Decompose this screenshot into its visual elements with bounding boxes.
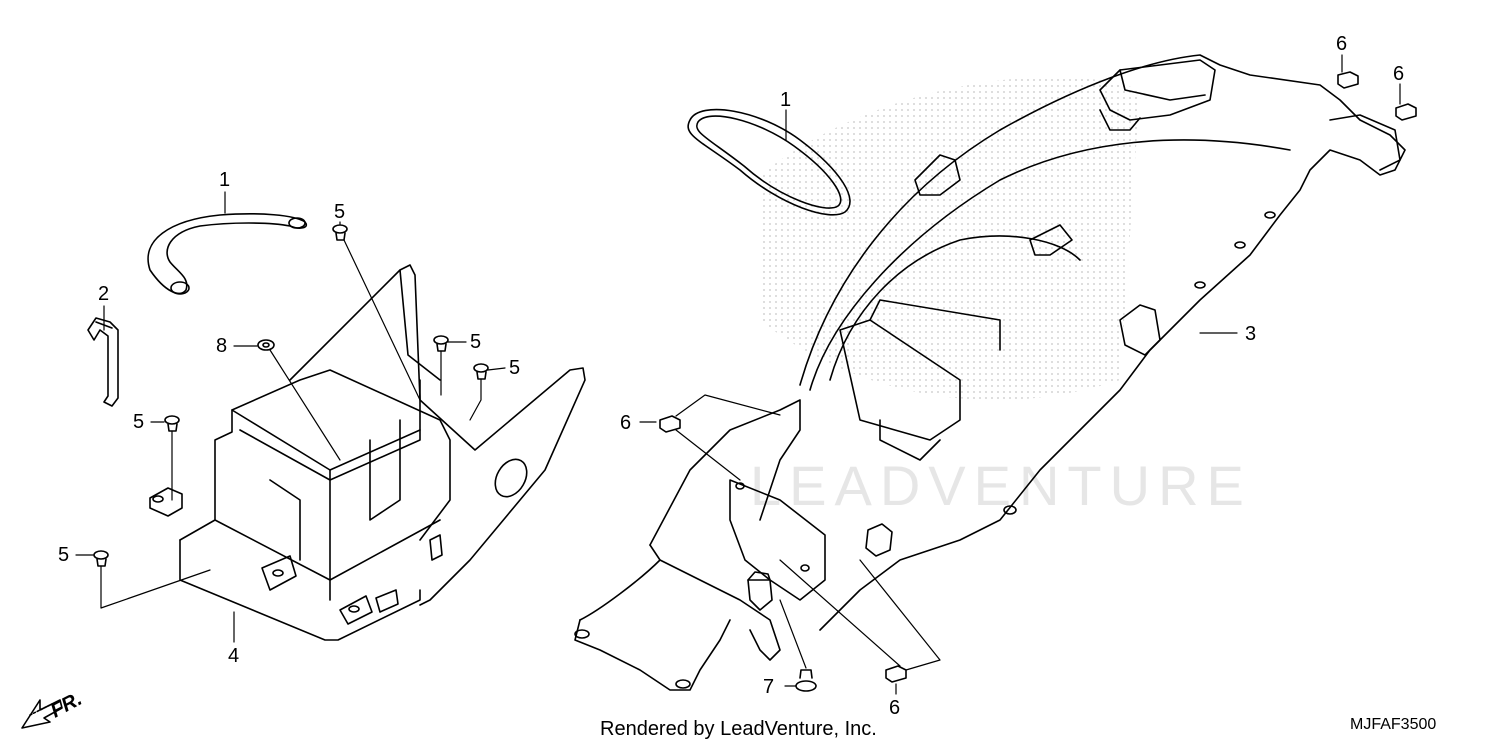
render-credit: Rendered by LeadVenture, Inc. [600, 718, 877, 740]
speed-nut-6-bottom [885, 665, 907, 683]
callout-labels: 1 2 5 5 5 5 5 8 4 1 3 6 6 6 6 7 FR. [47, 33, 1404, 722]
callout-8: 8 [216, 335, 227, 357]
strap-band-right [687, 108, 851, 216]
bracket-clip [87, 317, 119, 407]
speed-nut-6-top-b [1395, 103, 1417, 121]
callout-3: 3 [1245, 323, 1256, 345]
callout-5-left: 5 [133, 411, 144, 433]
screw-5-right [473, 363, 489, 380]
splash-guard [574, 399, 893, 691]
screw-5-mid-right [433, 335, 449, 352]
front-indicator-label: FR. [47, 688, 86, 723]
screw-5-top [332, 224, 348, 241]
callout-5-right: 5 [509, 357, 520, 379]
callout-6-top-b: 6 [1393, 63, 1404, 85]
callout-6-top-a: 6 [1336, 33, 1347, 55]
bolt-7 [795, 669, 817, 692]
callout-2: 2 [98, 283, 109, 305]
callout-5-top: 5 [334, 201, 345, 223]
callout-6-left: 6 [620, 412, 631, 434]
callout-7: 7 [763, 676, 774, 698]
front-arrow-icon [21, 699, 63, 729]
speed-nut-6-left [659, 415, 681, 433]
screw-5-left [164, 415, 180, 432]
callout-5-mid-right: 5 [470, 331, 481, 353]
strap-band-left [147, 213, 308, 295]
screw-5-bottom [93, 550, 109, 567]
rear-fender [799, 54, 1406, 631]
callout-1-right: 1 [780, 89, 791, 111]
grommet-8 [257, 339, 275, 351]
watermark-logo: LEADVENTURE [750, 77, 1252, 517]
speed-nut-6-top-a [1337, 71, 1359, 89]
callout-5-bottom: 5 [58, 544, 69, 566]
leader-lines-left [75, 191, 506, 643]
battery-box-tray [149, 264, 586, 641]
svg-text:LEADVENTURE: LEADVENTURE [750, 454, 1252, 517]
callout-1-left: 1 [219, 169, 230, 191]
leader-lines-right [639, 54, 1401, 695]
diagram-code: MJFAF3500 [1350, 716, 1437, 733]
callout-4: 4 [228, 645, 239, 667]
callout-6-bottom: 6 [889, 697, 900, 719]
